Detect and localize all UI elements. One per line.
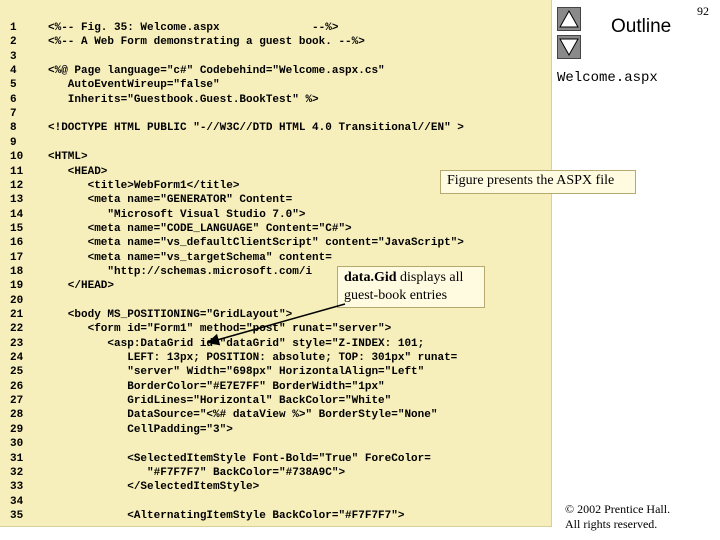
code-text: <meta name="vs_targetSchema" content= xyxy=(48,251,332,264)
code-text: <%-- A Web Form demonstrating a guest bo… xyxy=(48,36,365,49)
line-number: 33 xyxy=(10,481,24,494)
callout-aspx-text: Figure presents the ASPX file xyxy=(447,173,615,188)
file-name: Welcome.aspx xyxy=(557,70,658,86)
line-number: 25 xyxy=(10,366,24,379)
line-number: 28 xyxy=(10,409,24,422)
code-text: <meta name="CODE_LANGUAGE" Content="C#"> xyxy=(48,222,352,235)
code-text: <meta name="vs_defaultClientScript" cont… xyxy=(48,237,464,250)
line-number: 17 xyxy=(10,251,24,264)
line-number: 29 xyxy=(10,423,24,436)
code-text: <asp:DataGrid id="dataGrid" style="Z-IND… xyxy=(48,337,425,350)
code-text: <form id="Form1" method="post" runat="se… xyxy=(48,323,392,336)
callout-datagrid-text-2: guest-book entries xyxy=(344,288,448,303)
callout-aspx-file: Figure presents the ASPX file xyxy=(440,170,636,194)
code-text: AutoEventWireup="false" xyxy=(48,79,220,92)
code-text: GridLines="Horizontal" BackColor="White" xyxy=(48,395,392,408)
line-number: 1 xyxy=(10,22,17,34)
line-number: 16 xyxy=(10,237,24,250)
line-number: 21 xyxy=(10,309,24,321)
code-text: CellPadding="3"> xyxy=(48,423,233,436)
line-number: 14 xyxy=(10,208,24,221)
code-text: <HTML> xyxy=(48,151,88,164)
copyright: © 2002 Prentice Hall. All rights reserve… xyxy=(565,502,670,532)
line-number: 22 xyxy=(10,323,24,336)
line-number: 13 xyxy=(10,194,24,207)
arrow-down-icon xyxy=(559,38,579,57)
line-number: 24 xyxy=(10,352,24,365)
code-text: <meta name="GENERATOR" Content= xyxy=(48,194,293,207)
line-number: 4 xyxy=(10,65,17,78)
code-text: <title>WebForm1</title> xyxy=(48,179,240,192)
line-number: 27 xyxy=(10,395,24,408)
code-text: <SelectedItemStyle Font-Bold="True" Fore… xyxy=(48,452,431,465)
code-text: LEFT: 13px; POSITION: absolute; TOP: 301… xyxy=(48,352,458,365)
line-number: 20 xyxy=(10,294,24,307)
previous-slide-button[interactable] xyxy=(557,7,581,31)
line-number: 19 xyxy=(10,280,24,293)
code-text: "#F7F7F7" BackColor="#738A9C"> xyxy=(48,466,346,479)
line-number: 30 xyxy=(10,438,24,451)
line-number: 23 xyxy=(10,337,24,350)
code-text: <AlternatingItemStyle BackColor="#F7F7F7… xyxy=(48,509,405,522)
page-number: 92 xyxy=(697,4,709,18)
next-slide-button[interactable] xyxy=(557,35,581,59)
code-text: "Microsoft Visual Studio 7.0"> xyxy=(48,208,306,221)
line-number: 7 xyxy=(10,108,17,121)
code-text: DataSource="<%# dataView %>" BorderStyle… xyxy=(48,409,438,422)
line-number: 18 xyxy=(10,265,24,278)
line-number: 11 xyxy=(10,165,24,178)
line-number: 8 xyxy=(10,122,17,135)
code-text: "http://schemas.microsoft.com/i xyxy=(48,265,313,278)
callout-datagrid-text-1: displays all xyxy=(396,270,464,285)
code-text: <%@ Page language="c#" Codebehind="Welco… xyxy=(48,65,385,78)
line-number: 6 xyxy=(10,93,17,106)
line-number: 9 xyxy=(10,136,17,149)
line-number: 26 xyxy=(10,380,24,393)
line-number: 12 xyxy=(10,179,24,192)
code-panel: 1 <%-- Fig. 35: Welcome.aspx --%> 2 <%-- A … xyxy=(0,0,552,527)
code-text: "server" Width="698px" HorizontalAlign="… xyxy=(48,366,425,379)
line-number: 2 xyxy=(10,36,17,49)
outline-title: Outline xyxy=(611,16,672,37)
line-number: 5 xyxy=(10,79,17,92)
code-text: Inherits="Guestbook.Guest.BookTest" %> xyxy=(48,93,319,106)
code-text: <body MS_POSITIONING="GridLayout"> xyxy=(48,309,293,321)
line-number: 31 xyxy=(10,452,24,465)
callout-datagrid: data.Gid displays all guest-book entries xyxy=(337,266,485,308)
line-number: 35 xyxy=(10,509,24,522)
callout-datagrid-keyword: data.Gid xyxy=(344,270,397,285)
code-text: <HEAD> xyxy=(48,165,108,178)
copyright-line-1: © 2002 Prentice Hall. xyxy=(565,502,671,516)
code-text: <%-- Fig. 35: Welcome.aspx --%> xyxy=(48,22,339,34)
code-text: </SelectedItemStyle> xyxy=(48,481,260,494)
code-text: BorderColor="#E7E7FF" BorderWidth="1px" xyxy=(48,380,385,393)
line-number: 34 xyxy=(10,495,24,508)
line-number: 32 xyxy=(10,466,24,479)
line-number: 15 xyxy=(10,222,24,235)
code-text: <!DOCTYPE HTML PUBLIC "-//W3C//DTD HTML … xyxy=(48,122,464,135)
line-number: 10 xyxy=(10,151,24,164)
line-number: 3 xyxy=(10,50,17,63)
arrow-up-icon xyxy=(559,9,579,28)
code-text: </HEAD> xyxy=(48,280,115,293)
copyright-line-2: All rights reserved. xyxy=(565,517,658,531)
